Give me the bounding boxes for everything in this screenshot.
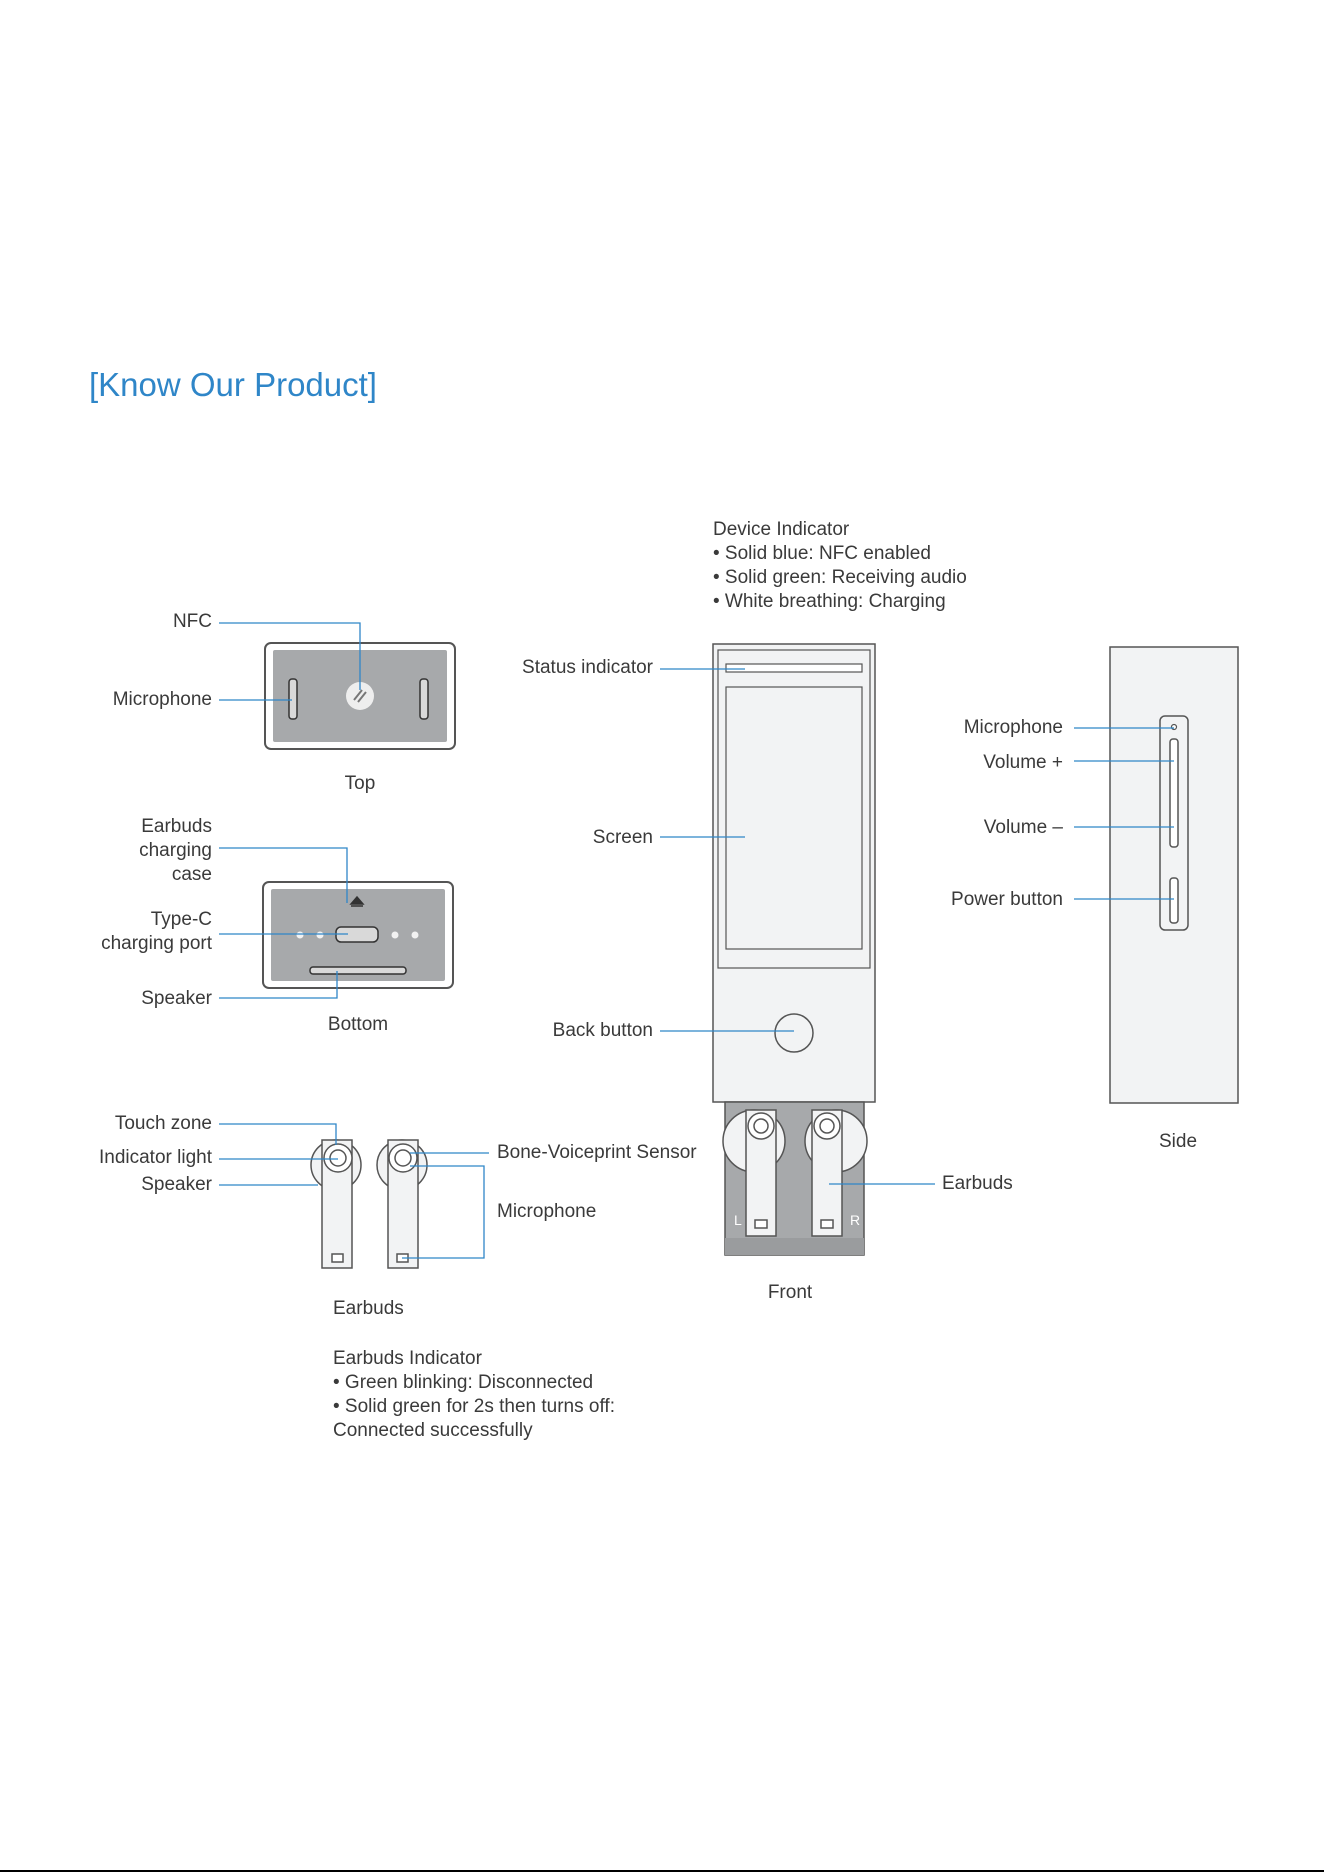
caption-bottom: Bottom	[327, 1014, 389, 1035]
status-indicator-bar	[725, 663, 863, 673]
volume-rocker	[1169, 738, 1179, 848]
caption-front: Front	[767, 1282, 813, 1303]
mark-right: R	[850, 1212, 861, 1228]
label-top-microphone: Microphone	[112, 689, 212, 710]
bottom-view-case	[262, 881, 454, 989]
top-view-case	[264, 642, 456, 750]
device-screen	[725, 686, 863, 950]
label-earbud-speaker: Speaker	[141, 1174, 212, 1195]
back-button	[774, 1013, 814, 1053]
earbuds-indicator-heading: Earbuds Indicator	[333, 1348, 482, 1369]
leader-bottom-speaker	[219, 971, 338, 999]
power-button	[1169, 877, 1179, 924]
earbud-left-detail	[310, 1139, 362, 1269]
front-view-device	[712, 643, 876, 1256]
device-indicator-heading: Device Indicator	[713, 519, 850, 540]
label-touch-zone: Touch zone	[114, 1113, 212, 1134]
label-type-c-port: Type-C charging port	[101, 909, 212, 954]
label-bottom-speaker: Speaker	[141, 988, 212, 1009]
leader-lines	[219, 622, 1174, 1259]
leader-case	[219, 847, 348, 903]
earbuds-indicator-legend: Earbuds Indicator • Green blinking: Disc…	[333, 1348, 615, 1441]
label-volume-up: Volume +	[983, 752, 1063, 773]
page-title: [Know Our Product]	[89, 366, 377, 403]
label-power-button: Power button	[951, 889, 1063, 910]
label-nfc: NFC	[172, 611, 212, 632]
caption-top: Top	[344, 773, 376, 794]
bottom-speaker-grille	[309, 966, 407, 975]
earbud-right-detail	[376, 1139, 428, 1269]
bone-voiceprint-sensor	[394, 1149, 412, 1167]
earbud-indicator-light	[329, 1149, 347, 1167]
eject-icon	[349, 895, 365, 907]
leader-earbud-microphone	[402, 1165, 485, 1259]
label-side-microphone: Microphone	[963, 717, 1063, 738]
leader-touch-zone	[219, 1123, 337, 1145]
nfc-icon	[346, 682, 374, 710]
caption-side: Side	[1158, 1131, 1198, 1152]
side-microphone-hole	[1170, 723, 1178, 731]
device-indicator-legend: Device Indicator • Solid blue: NFC enabl…	[713, 519, 967, 612]
leader-nfc	[219, 622, 361, 690]
top-mic-slot-right	[419, 678, 429, 720]
label-screen: Screen	[592, 827, 653, 848]
top-mic-slot-left	[288, 678, 298, 720]
caption-earbuds: Earbuds	[333, 1298, 404, 1319]
label-earbud-microphone: Microphone	[497, 1201, 597, 1222]
side-view-device	[1109, 646, 1239, 1104]
label-indicator-light: Indicator light	[98, 1147, 212, 1168]
mark-left: L	[734, 1212, 742, 1228]
page-bottom-rule	[0, 1870, 1324, 1872]
label-back-button: Back button	[552, 1020, 653, 1041]
label-front-earbuds: Earbuds	[942, 1173, 1013, 1194]
label-charging-case: Earbuds charging case	[139, 816, 212, 885]
label-bone-voiceprint-sensor: Bone-Voiceprint Sensor	[497, 1142, 697, 1163]
label-status-indicator: Status indicator	[522, 657, 653, 678]
label-volume-down: Volume –	[983, 817, 1063, 838]
